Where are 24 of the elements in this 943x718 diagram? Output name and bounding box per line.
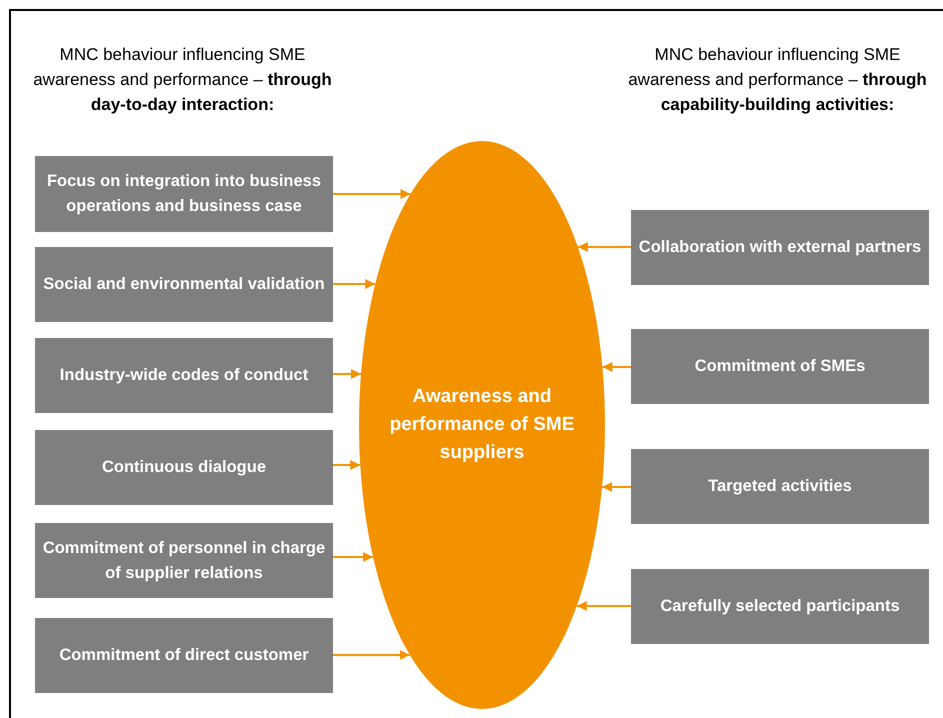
process-box: Commitment of personnel in charge of supplier relations (35, 523, 333, 598)
process-box: Collaboration with external partners (631, 210, 929, 285)
arrow (602, 482, 631, 492)
arrow (333, 369, 361, 379)
arrow (333, 650, 410, 660)
arrow (333, 279, 376, 289)
arrow (333, 552, 374, 562)
arrow (333, 460, 360, 470)
process-box: Continuous dialogue (35, 430, 333, 505)
process-box: Commitment of SMEs (631, 329, 929, 404)
arrow (602, 362, 631, 372)
process-box: Carefully selected participants (631, 569, 929, 644)
process-box: Targeted activities (631, 449, 929, 524)
process-box: Social and environmental validation (35, 247, 333, 322)
process-box: Focus on integration into business operations and business case (35, 156, 333, 232)
arrow (576, 601, 631, 611)
heading-text: MNC behaviour influencing SME awareness and performance – through day-to-day interaction: (32, 44, 333, 116)
center-text: Awareness and performance of SME suppliers (388, 385, 576, 465)
process-box: Commitment of direct customer (35, 618, 333, 693)
heading-text: MNC behaviour influencing SME awareness and performance – through capability-building activities: (627, 44, 928, 116)
central-ellipse (359, 141, 605, 709)
arrow (578, 242, 631, 252)
process-box: Industry-wide codes of conduct (35, 338, 333, 413)
arrow (333, 189, 410, 199)
